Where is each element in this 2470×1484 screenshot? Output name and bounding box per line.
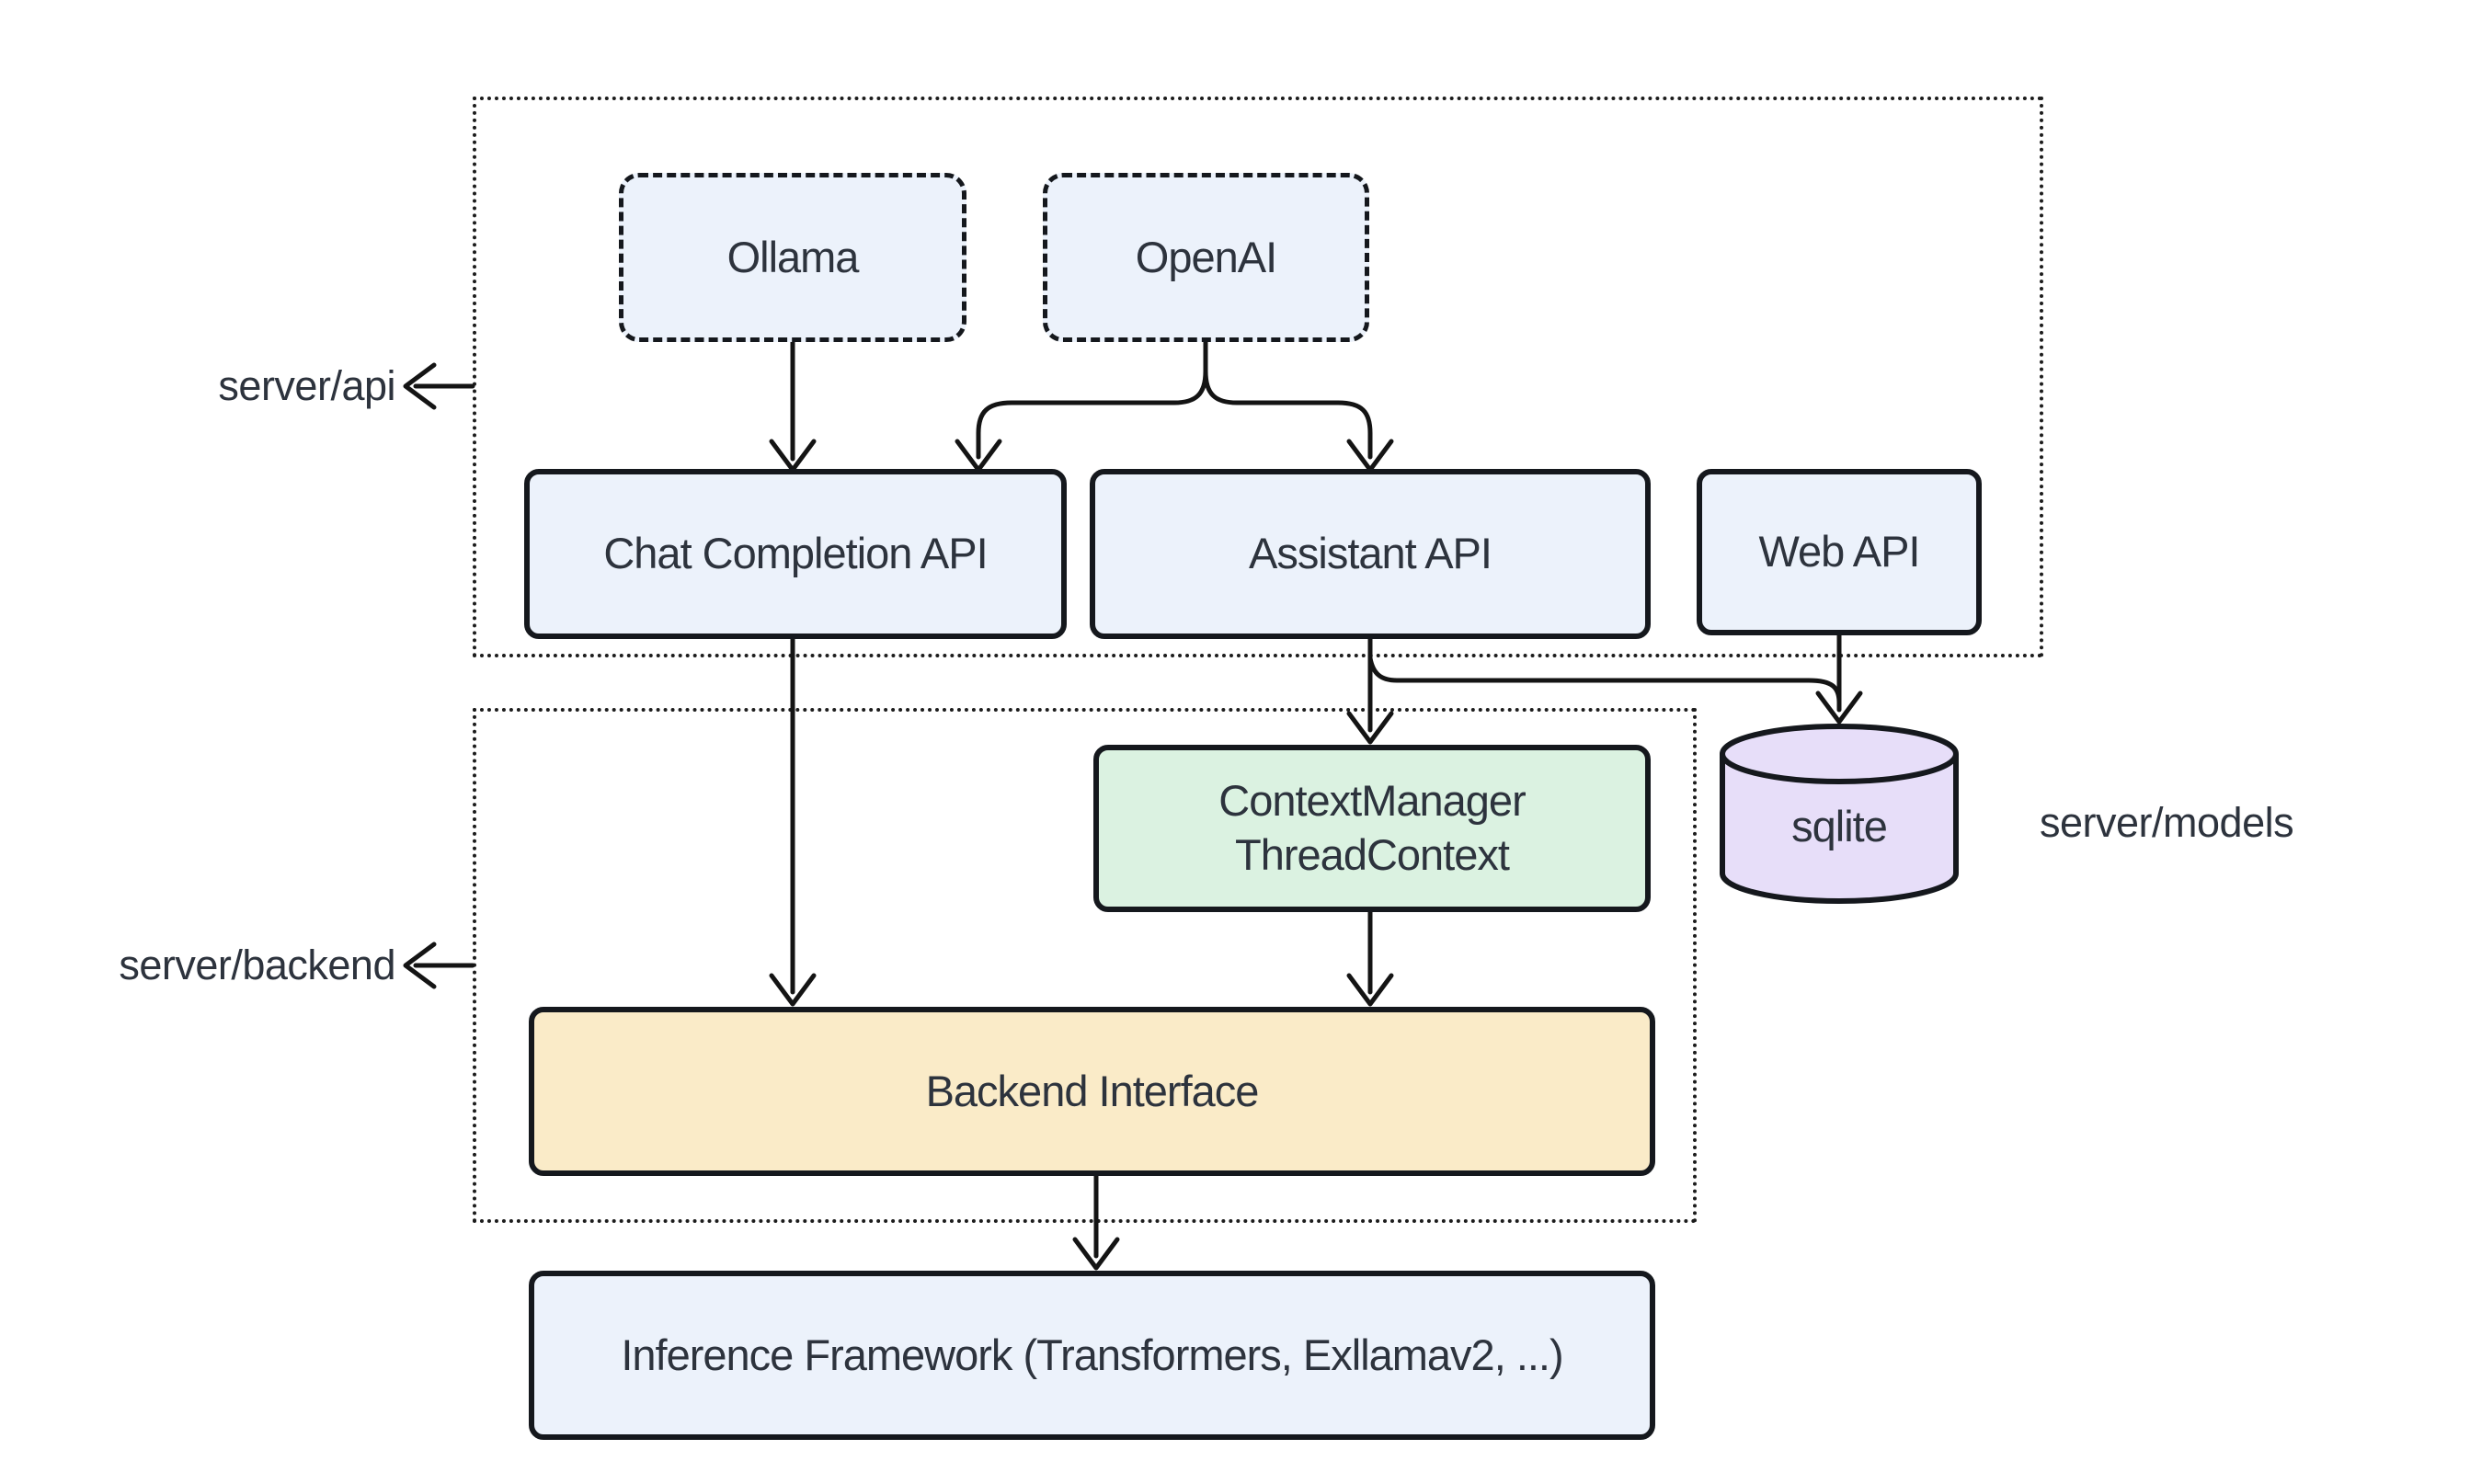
node-web-api: Web API xyxy=(1697,469,1982,635)
edge-lines xyxy=(413,339,1842,1259)
node-context-manager-line1: ContextManager xyxy=(1218,776,1526,826)
node-sqlite-label: sqlite xyxy=(1722,796,1956,855)
node-backend-interface-label: Backend Interface xyxy=(925,1066,1260,1115)
sqlite-cylinder-top xyxy=(1720,724,1959,784)
node-context-manager: ContextManager ThreadContext xyxy=(1093,745,1651,912)
node-inference-framework-label: Inference Framework (Transformers, Exlla… xyxy=(621,1330,1563,1379)
node-assistant-api-label: Assistant API xyxy=(1249,529,1492,578)
label-server-backend: server/backend xyxy=(119,942,395,988)
node-web-api-label: Web API xyxy=(1758,527,1920,576)
node-backend-interface: Backend Interface xyxy=(529,1007,1655,1176)
sqlite-cylinder xyxy=(1720,724,1959,904)
server-api-container xyxy=(473,97,2043,657)
label-server-api: server/api xyxy=(218,362,395,409)
node-openai-label: OpenAI xyxy=(1135,232,1277,281)
node-chat-completion-api-label: Chat Completion API xyxy=(603,529,988,578)
node-inference-framework: Inference Framework (Transformers, Exlla… xyxy=(529,1271,1655,1440)
node-openai: OpenAI xyxy=(1043,173,1369,342)
sqlite-text: sqlite xyxy=(1791,801,1888,850)
node-assistant-api: Assistant API xyxy=(1090,469,1651,639)
sqlite-cylinder-body xyxy=(1720,754,1959,904)
node-ollama: Ollama xyxy=(619,173,966,342)
node-context-manager-line2: ThreadContext xyxy=(1235,830,1510,879)
label-server-models: server/models xyxy=(2040,799,2294,846)
node-chat-completion-api: Chat Completion API xyxy=(524,469,1067,639)
node-ollama-label: Ollama xyxy=(726,232,860,281)
